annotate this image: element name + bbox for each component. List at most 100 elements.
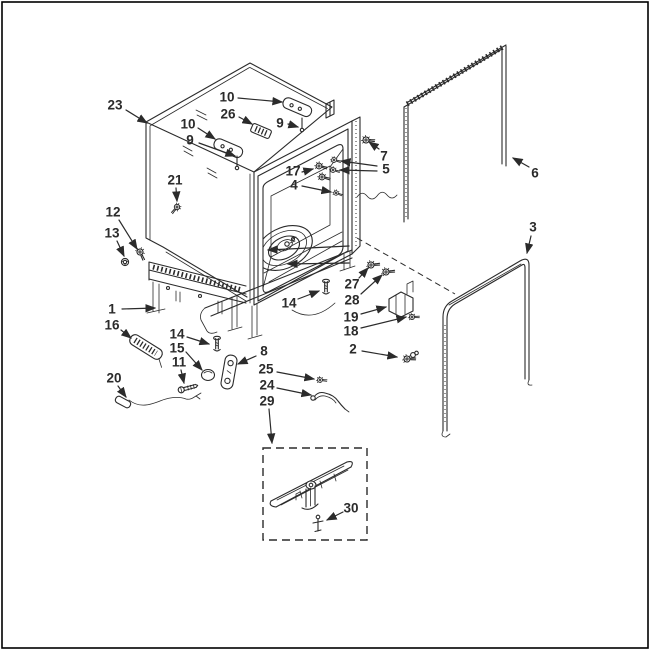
- callout-17-label: 17: [285, 164, 300, 179]
- part-3-door-seal-shape: [448, 263, 522, 306]
- base-frame-shape: [148, 261, 247, 304]
- callout-14-label: 14: [169, 327, 185, 342]
- callout-2-label: 2: [349, 342, 357, 357]
- part-6-access-panel-shape: [403, 103, 409, 223]
- part-29-spray-arm-support-shape: [308, 482, 314, 488]
- callout-5-label: 5: [382, 162, 390, 177]
- loose-parts: [114, 280, 414, 413]
- callout-14-label: 14: [281, 296, 297, 311]
- part-18-screw: [406, 309, 421, 324]
- part-16-thermostat: [129, 334, 163, 368]
- part-3-door-seal: [441, 258, 533, 438]
- callout-1-label: 1: [108, 302, 116, 317]
- callout-21-label: 21: [167, 173, 183, 188]
- part-10-bracket-left-shape: [213, 138, 244, 159]
- part-15-grommet-detail: [203, 371, 213, 374]
- tub-back-wall: [270, 165, 331, 258]
- part-14-bolt-right: [322, 278, 330, 295]
- callout-27-label: 27: [344, 277, 359, 292]
- callout-14-arrow: [297, 290, 321, 300]
- part-29-spray-arm-support-shape: [295, 487, 311, 507]
- callout-17-arrow: [301, 167, 315, 176]
- part-20-wire-shape-shape: [114, 395, 132, 409]
- callout-23-label: 23: [107, 98, 123, 113]
- callout-25-label: 25: [258, 362, 274, 377]
- part-5-screw-a: [329, 154, 342, 166]
- part-11-bolt: [177, 383, 199, 394]
- callout-12-label: 12: [105, 205, 120, 220]
- part-10-bracket-right: [282, 97, 313, 118]
- part-29-spray-arm-support-shape: [301, 485, 319, 510]
- callout-16-label: 16: [104, 318, 120, 333]
- part-8-bracket-shape: [227, 359, 234, 367]
- base-tabs: [175, 290, 223, 315]
- tub-front-frame-outer: [253, 120, 353, 306]
- part-26-terminal-shape: [250, 123, 272, 139]
- callout-13-arrow: [116, 240, 125, 258]
- base-right-foot: [339, 250, 356, 272]
- panel-texture-ticks: [182, 109, 218, 179]
- base-front-rail: [204, 249, 353, 317]
- callout-18-label: 18: [343, 324, 359, 339]
- callout-11-arrow: [177, 369, 186, 385]
- base-frame: [146, 249, 356, 340]
- base-frame-shape: [197, 293, 203, 299]
- part-9-foot-left: [234, 165, 240, 171]
- callout-28-label: 28: [344, 293, 360, 308]
- callout-2-arrow: [361, 350, 399, 360]
- callout-5-arrow: [339, 158, 378, 167]
- part-21-screw: [170, 201, 183, 216]
- sump-hub: [284, 241, 290, 247]
- callout-4-arrow: [301, 185, 333, 195]
- callout-6-arrow: [511, 157, 530, 168]
- tub-opening-rim: [262, 144, 344, 293]
- inset-dashed-box: [262, 447, 368, 541]
- callout-4-label: 4: [290, 178, 298, 193]
- part-6-access-panel-shape: [403, 44, 507, 108]
- part-24-link-shape: [314, 395, 337, 404]
- callout-13-label: 13: [104, 226, 120, 241]
- base-rail-hatch: [152, 264, 243, 293]
- callout-27-arrow: [358, 267, 369, 279]
- part-24-link: [310, 391, 350, 413]
- callout-24-arrow: [276, 387, 313, 398]
- tub-right-band: [351, 116, 361, 255]
- base-arc-cutout: [291, 302, 336, 316]
- base-frame-shape: [165, 285, 171, 291]
- tub-depth-edges: [262, 148, 344, 289]
- part-28-screw: [379, 263, 396, 280]
- part-24-link-shape: [344, 408, 350, 413]
- callout-15-label: 15: [169, 341, 185, 356]
- callout-10-label: 10: [219, 90, 234, 105]
- sump-shape-shape: [267, 235, 301, 261]
- callout-9-arrow: [198, 142, 237, 157]
- callout-26-label: 26: [220, 107, 236, 122]
- callout-28-arrow: [360, 274, 383, 295]
- part-8-bracket-shape: [226, 370, 232, 374]
- part-19-hinge-bracket-shape: [395, 294, 406, 315]
- callout-10-arrow: [237, 96, 284, 106]
- callout-29-arrow: [266, 408, 276, 445]
- base-front-corner: [200, 307, 218, 334]
- part-30-clip-shape: [315, 514, 321, 520]
- tub-left-panel-edge: [145, 121, 248, 298]
- callout-3-arrow: [525, 235, 534, 255]
- callout-29-label: 29: [259, 394, 274, 409]
- part-4-screw: [331, 188, 343, 198]
- callout-10-label: 10: [180, 117, 195, 132]
- panel-top-hatch: [405, 44, 505, 107]
- callout-24-label: 24: [259, 378, 275, 393]
- tub-floor-edges: [263, 231, 343, 283]
- part-13-nut: [120, 257, 130, 267]
- part-20-wire-shape: [128, 395, 197, 406]
- tub-front-frame-mid: [257, 128, 349, 302]
- part-20-wire: [114, 392, 202, 409]
- part-20-wire-shape: [114, 395, 132, 409]
- callout-20-arrow: [116, 385, 127, 398]
- part-29-spray-arm-support-shape: [305, 480, 317, 490]
- part-17-screw-b: [316, 170, 332, 184]
- callout-8-label: 8: [260, 344, 268, 359]
- fasteners: [120, 132, 421, 386]
